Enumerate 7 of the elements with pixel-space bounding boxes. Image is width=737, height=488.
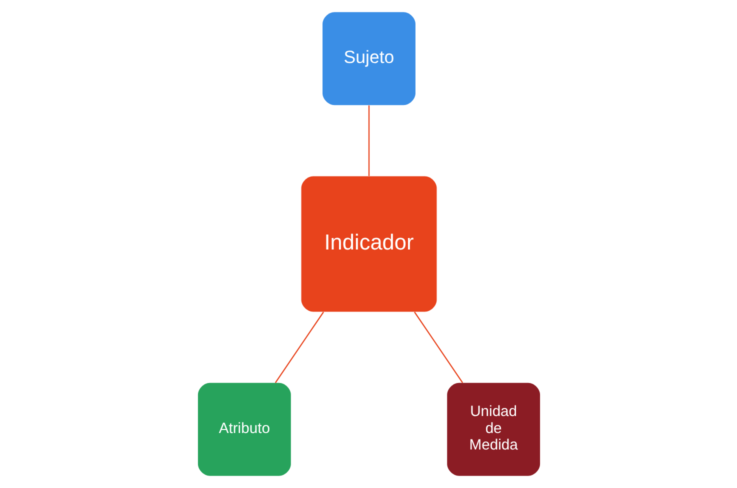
node-box: Sujeto: [322, 12, 415, 106]
connector: [414, 312, 463, 384]
connector: [368, 105, 370, 176]
connector: [274, 312, 324, 384]
node-box: Unidad de Medida: [446, 382, 540, 476]
node-box: Atributo: [197, 382, 290, 476]
node-box: Indicador: [300, 176, 436, 312]
